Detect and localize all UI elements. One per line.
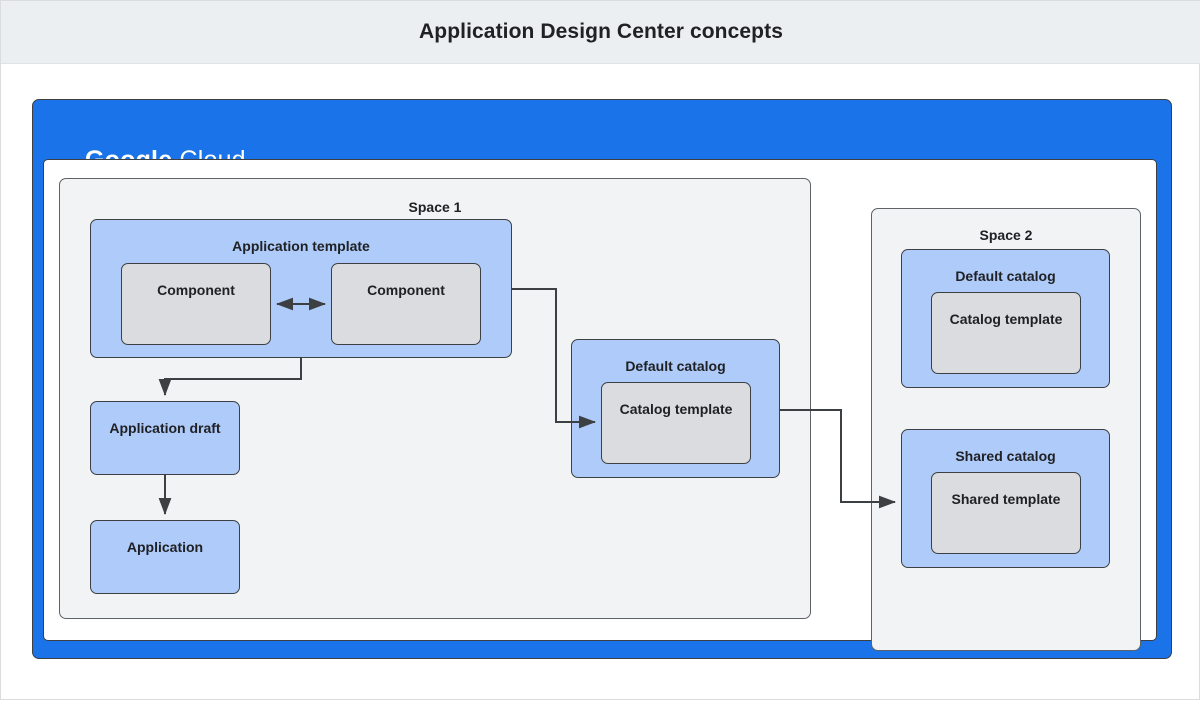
page-title: Application Design Center concepts: [419, 20, 783, 43]
space-2-label: Space 2: [979, 227, 1033, 243]
application-draft-label: Application draft: [109, 420, 221, 436]
catalog-template-box-space-1[interactable]: Catalog template: [601, 382, 751, 464]
shared-template-box[interactable]: Shared template: [931, 472, 1081, 554]
shared-catalog-label: Shared catalog: [955, 448, 1056, 464]
shared-template-label: Shared template: [951, 491, 1061, 507]
application-draft-box[interactable]: Application draft: [90, 401, 240, 475]
default-catalog-label-space-2: Default catalog: [955, 268, 1056, 284]
default-catalog-label-space-1: Default catalog: [625, 358, 726, 374]
space-1-label: Space 1: [408, 199, 462, 215]
page-header: Application Design Center concepts: [1, 1, 1200, 64]
diagram-canvas: Google Cloud Space 1 Application templat…: [1, 65, 1200, 701]
component-box-2[interactable]: Component: [331, 263, 481, 345]
application-box[interactable]: Application: [90, 520, 240, 594]
component-box-1[interactable]: Component: [121, 263, 271, 345]
component-1-label: Component: [157, 282, 235, 298]
application-label: Application: [126, 539, 204, 555]
catalog-template-label-space-1: Catalog template: [619, 401, 733, 417]
catalog-template-box-space-2[interactable]: Catalog template: [931, 292, 1081, 374]
component-2-label: Component: [367, 282, 445, 298]
catalog-template-label-space-2: Catalog template: [949, 311, 1063, 327]
application-template-label: Application template: [232, 238, 370, 254]
